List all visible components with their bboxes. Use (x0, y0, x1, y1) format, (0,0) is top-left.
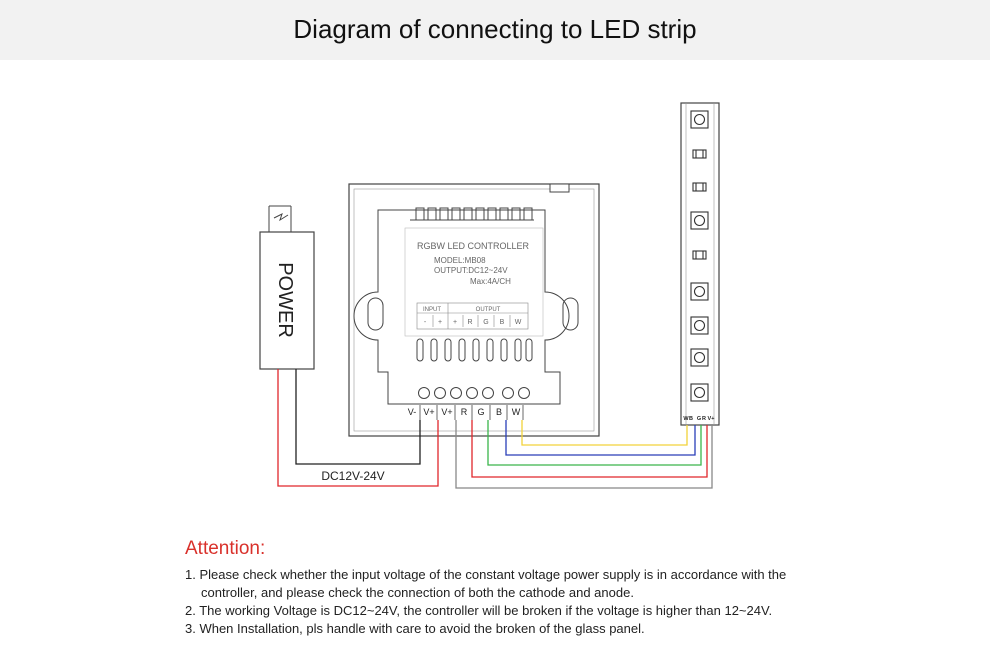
terminal-label: R (461, 407, 468, 417)
resistor-icon (692, 149, 707, 260)
supply-voltage-label: DC12V-24V (321, 469, 384, 483)
controller-name: RGBW LED CONTROLLER (417, 241, 530, 251)
wire-red (277, 369, 439, 487)
pin-label: R (467, 319, 472, 326)
strip-pin-label: G (697, 416, 701, 422)
attention-section: Attention: 1. Please check whether the i… (185, 538, 885, 638)
led-chip-icon (690, 110, 709, 402)
wires (277, 369, 713, 489)
pin-label: W (515, 319, 522, 326)
controller-model: MODEL:MB08 (434, 256, 486, 265)
terminal-label: G (477, 407, 484, 417)
wire-blue (505, 420, 696, 456)
terminal-label: V+ (423, 407, 434, 417)
wire-black (295, 369, 421, 465)
pin-label: - (424, 319, 427, 326)
strip-pin-label: V+ (708, 416, 715, 422)
pin-slots-bottom (416, 338, 533, 362)
terminal-label: V+ (441, 407, 452, 417)
wire-green (487, 420, 702, 466)
led-strip: W B G R V+ (680, 102, 720, 426)
wiring-diagram: POWER RGBW LED CONTROLLER MODEL:MB08 OUT… (259, 102, 720, 489)
strip-pin-label: B (689, 416, 693, 422)
pin-label: G (483, 319, 488, 326)
power-supply: POWER (259, 205, 315, 370)
pin-label: B (500, 319, 505, 326)
terminal-label: W (512, 407, 521, 417)
io-table: INPUT OUTPUT - + + R G B W (416, 302, 529, 330)
controller-output: OUTPUT:DC12~24V (434, 266, 508, 275)
cable-break-icon (273, 213, 289, 222)
attention-item: 3. When Installation, pls handle with ca… (185, 621, 645, 636)
pin-comb-top (410, 207, 534, 221)
page-title: Diagram of connecting to LED strip (293, 14, 697, 44)
mount-hole-left-icon (367, 297, 384, 331)
terminal-screws (418, 387, 530, 399)
wire-red-r (471, 420, 708, 478)
strip-pin-label: W (683, 416, 689, 422)
attention-item: 1. Please check whether the input voltag… (185, 567, 787, 582)
mount-hole-right-icon (562, 297, 579, 331)
attention-item: controller, and please check the connect… (201, 585, 634, 600)
terminal-label: B (496, 407, 502, 417)
wire-gray (455, 420, 713, 489)
title-bar: Diagram of connecting to LED strip (0, 0, 990, 60)
output-label: OUTPUT (476, 307, 501, 313)
controller-panel: RGBW LED CONTROLLER MODEL:MB08 OUTPUT:DC… (348, 183, 600, 437)
controller-max: Max:4A/CH (470, 277, 511, 286)
pin-label: + (438, 319, 442, 326)
wire-yellow (521, 420, 688, 446)
strip-pin-label: R (702, 416, 706, 422)
terminal-label: V- (408, 407, 417, 417)
attention-heading: Attention: (185, 538, 266, 559)
input-label: INPUT (423, 307, 441, 313)
attention-item: 2. The working Voltage is DC12~24V, the … (185, 603, 773, 618)
power-label: POWER (274, 262, 296, 338)
pin-label: + (453, 319, 457, 326)
